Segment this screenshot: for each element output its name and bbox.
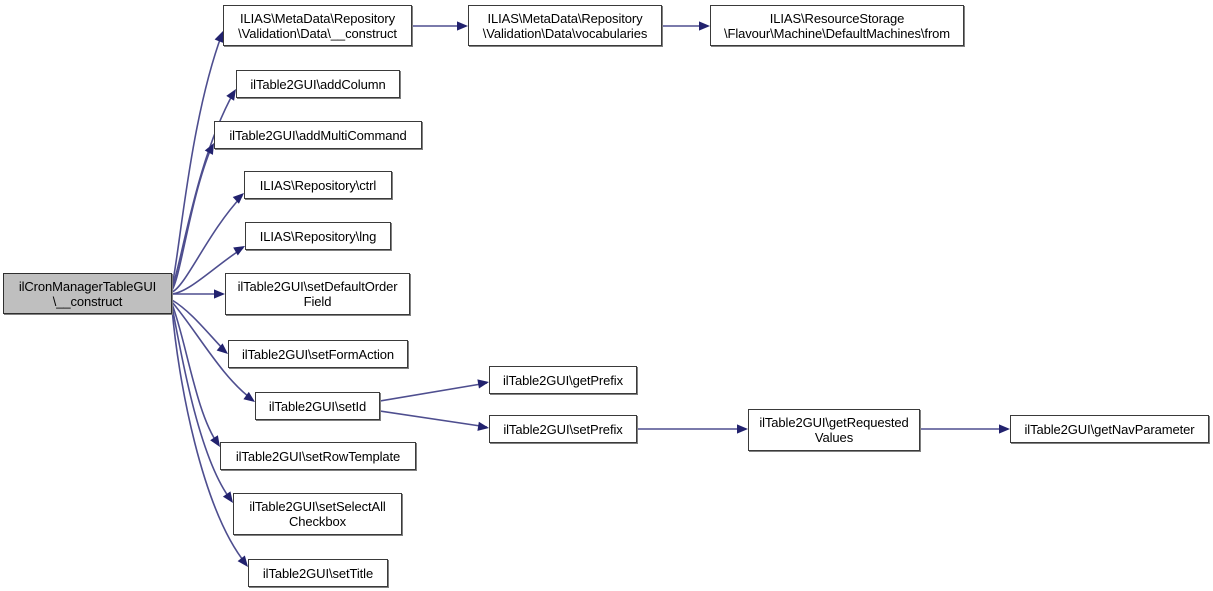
graph-node-label-setSelectAllCheckbox: ilTable2GUI\setSelectAll Checkbox bbox=[249, 499, 386, 529]
graph-node-label-addMultiCommand: ilTable2GUI\addMultiCommand bbox=[229, 127, 407, 143]
arrowhead-setPrefix-to-getRequestedValues bbox=[737, 424, 748, 434]
graph-node-setSelectAllCheckbox[interactable]: ilTable2GUI\setSelectAll Checkbox bbox=[233, 493, 402, 535]
call-edge-root-to-setId bbox=[171, 301, 254, 401]
graph-node-ctrl[interactable]: ILIAS\Repository\ctrl bbox=[244, 171, 392, 199]
arrowhead-root-to-md_construct bbox=[214, 31, 224, 43]
arrowhead-root-to-lng bbox=[233, 246, 245, 256]
graph-node-setTitle[interactable]: ilTable2GUI\setTitle bbox=[248, 559, 388, 587]
arrowhead-md_construct-to-md_vocabularies bbox=[457, 21, 468, 31]
graph-node-label-setTitle: ilTable2GUI\setTitle bbox=[262, 565, 374, 581]
graph-node-label-rs_from: ILIAS\ResourceStorage \Flavour\Machine\D… bbox=[723, 10, 951, 41]
arrowhead-root-to-addMultiCommand bbox=[204, 143, 214, 155]
arrowhead-root-to-setFormAction bbox=[216, 343, 228, 354]
call-edge-root-to-setSelectAllCheckbox bbox=[171, 305, 232, 501]
call-edge-setId-to-setPrefix bbox=[379, 410, 488, 428]
arrowhead-root-to-setTitle bbox=[237, 555, 248, 567]
arrowhead-setId-to-getPrefix bbox=[477, 379, 489, 389]
graph-node-getNavParameter[interactable]: ilTable2GUI\getNavParameter bbox=[1010, 415, 1209, 443]
graph-node-rs_from[interactable]: ILIAS\ResourceStorage \Flavour\Machine\D… bbox=[710, 5, 964, 46]
arrowhead-root-to-setId bbox=[243, 391, 255, 402]
graph-node-label-setRowTemplate: ilTable2GUI\setRowTemplate bbox=[235, 448, 401, 464]
arrowhead-getRequestedValues-to-getNavParameter bbox=[999, 424, 1010, 434]
call-edge-root-to-addMultiCommand bbox=[171, 145, 213, 291]
graph-node-label-setDefaultOrderField: ilTable2GUI\setDefaultOrder Field bbox=[237, 279, 398, 309]
graph-node-label-root: ilCronManagerTableGUI \__construct bbox=[18, 278, 157, 309]
graph-node-addColumn[interactable]: ilTable2GUI\addColumn bbox=[236, 70, 400, 98]
graph-node-label-getRequestedValues: ilTable2GUI\getRequested Values bbox=[759, 415, 909, 445]
arrowhead-root-to-setRowTemplate bbox=[210, 435, 220, 447]
graph-node-label-md_vocabularies: ILIAS\MetaData\Repository \Validation\Da… bbox=[482, 10, 648, 41]
graph-node-label-setPrefix: ilTable2GUI\setPrefix bbox=[503, 421, 623, 437]
graph-node-md_vocabularies[interactable]: ILIAS\MetaData\Repository \Validation\Da… bbox=[468, 5, 662, 46]
graph-node-getPrefix[interactable]: ilTable2GUI\getPrefix bbox=[489, 366, 637, 394]
graph-node-setPrefix[interactable]: ilTable2GUI\setPrefix bbox=[489, 415, 637, 443]
graph-node-setDefaultOrderField[interactable]: ilTable2GUI\setDefaultOrder Field bbox=[225, 273, 410, 315]
call-edge-root-to-ctrl bbox=[171, 195, 243, 293]
arrowhead-root-to-setSelectAllCheckbox bbox=[222, 491, 233, 503]
graph-node-label-getPrefix: ilTable2GUI\getPrefix bbox=[502, 372, 623, 388]
graph-node-label-lng: ILIAS\Repository\lng bbox=[259, 228, 377, 244]
arrowhead-md_vocabularies-to-rs_from bbox=[699, 21, 710, 31]
graph-node-label-addColumn: ilTable2GUI\addColumn bbox=[250, 76, 386, 92]
graph-node-setRowTemplate[interactable]: ilTable2GUI\setRowTemplate bbox=[220, 442, 416, 470]
call-edge-root-to-md_construct bbox=[171, 33, 223, 287]
graph-node-setFormAction[interactable]: ilTable2GUI\setFormAction bbox=[228, 340, 408, 368]
graph-node-lng[interactable]: ILIAS\Repository\lng bbox=[245, 222, 391, 250]
graph-node-setId[interactable]: ilTable2GUI\setId bbox=[255, 392, 380, 420]
arrowhead-root-to-ctrl bbox=[232, 193, 244, 204]
arrowhead-setId-to-setPrefix bbox=[477, 421, 489, 431]
graph-node-root[interactable]: ilCronManagerTableGUI \__construct bbox=[3, 273, 172, 314]
arrowhead-root-to-addColumn bbox=[226, 89, 236, 101]
graph-node-addMultiCommand[interactable]: ilTable2GUI\addMultiCommand bbox=[214, 121, 422, 149]
graph-node-label-setFormAction: ilTable2GUI\setFormAction bbox=[241, 346, 395, 362]
graph-node-label-md_construct: ILIAS\MetaData\Repository \Validation\Da… bbox=[238, 10, 397, 41]
graph-node-md_construct[interactable]: ILIAS\MetaData\Repository \Validation\Da… bbox=[223, 5, 412, 46]
graph-node-label-ctrl: ILIAS\Repository\ctrl bbox=[259, 177, 377, 193]
graph-node-label-getNavParameter: ilTable2GUI\getNavParameter bbox=[1024, 421, 1195, 437]
call-edge-root-to-lng bbox=[171, 247, 244, 295]
graph-node-getRequestedValues[interactable]: ilTable2GUI\getRequested Values bbox=[748, 409, 920, 451]
arrowhead-root-to-setDefaultOrderField bbox=[214, 289, 225, 299]
call-edge-setId-to-getPrefix bbox=[379, 382, 488, 402]
call-edge-root-to-setTitle bbox=[171, 307, 247, 565]
graph-node-label-setId: ilTable2GUI\setId bbox=[268, 398, 367, 414]
call-edge-root-to-setRowTemplate bbox=[171, 303, 219, 445]
